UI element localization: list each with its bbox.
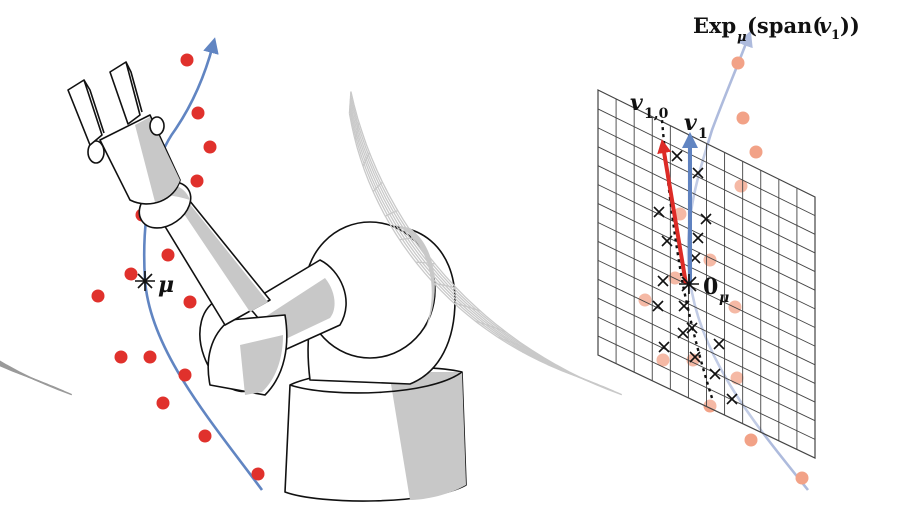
projected-point (658, 341, 670, 353)
data-point (668, 271, 682, 285)
robot-base-shade (390, 372, 466, 500)
projected-point (726, 393, 738, 405)
grid-line (0, 364, 25, 376)
tangent-grid-line (597, 278, 816, 384)
tangent-grid-line (597, 146, 816, 254)
v1-label: v 1 (684, 110, 708, 142)
tangent-grid-line (597, 259, 816, 366)
tangent-plane (597, 89, 816, 459)
projected-point (661, 235, 673, 247)
data-point (124, 267, 138, 281)
tangent-grid-line (597, 184, 816, 291)
svg-text:Exp: Exp (693, 13, 736, 38)
mean-marker (135, 271, 155, 291)
grid-line (349, 102, 599, 386)
data-point (191, 106, 205, 120)
data-point (198, 429, 212, 443)
data-point (749, 145, 763, 159)
svg-text:1: 1 (831, 28, 840, 43)
data-point (156, 396, 170, 410)
data-point (795, 471, 809, 485)
grid-line (348, 113, 575, 376)
data-point (203, 140, 217, 154)
svg-text:μ: μ (737, 30, 747, 45)
data-point (731, 56, 745, 70)
grid-line (0, 362, 57, 389)
grid-line (349, 94, 615, 392)
geodesic-label: Exp μ (span( v 1 )) (693, 13, 860, 45)
tangent-grid-line (597, 297, 816, 403)
tangent-grid-line (597, 241, 816, 347)
projected-point (677, 327, 689, 339)
gripper-finger-right (109, 61, 141, 125)
gripper-finger-left (67, 79, 103, 146)
svg-text:)): )) (840, 13, 860, 38)
grid-line (0, 363, 41, 383)
data-point (143, 350, 157, 364)
projected-point (689, 351, 701, 363)
data-point (161, 248, 175, 262)
data-point (190, 174, 204, 188)
svg-text:1: 1 (698, 126, 708, 142)
grid-line (0, 360, 72, 396)
projected-point (709, 368, 721, 380)
data-point (251, 467, 265, 481)
robot-arm (67, 61, 467, 502)
tangent-grid-line (597, 316, 816, 422)
manifold-grid-left (0, 360, 72, 396)
svg-text:v: v (819, 13, 832, 38)
gripper-knob-right (149, 116, 165, 136)
right-panel: 0 μ v 1,0 v 1 Exp μ (span( v 1 )) (348, 13, 860, 491)
tangent-grid-line (597, 203, 816, 310)
svg-text:(span(: (span( (747, 13, 822, 38)
data-point (180, 53, 194, 67)
data-point (728, 300, 742, 314)
projected-point (700, 213, 712, 225)
tangent-grid-line (597, 335, 816, 440)
svg-text:v: v (684, 110, 697, 136)
data-points-left (91, 53, 265, 481)
tangent-grid-line (597, 108, 816, 217)
grid-line (0, 364, 33, 379)
projected-point (653, 206, 665, 218)
data-point (114, 350, 128, 364)
left-panel: μ (0, 37, 467, 502)
svg-text:μ: μ (719, 290, 729, 306)
origin-marker (679, 274, 699, 294)
svg-text:v: v (630, 90, 643, 116)
data-point (734, 179, 748, 193)
data-point (178, 368, 192, 382)
projected-point (713, 338, 725, 350)
tangent-grid-line (597, 127, 816, 235)
svg-text:1,0: 1,0 (644, 106, 669, 122)
data-point (736, 111, 750, 125)
projected-point (657, 275, 669, 287)
projected-point (652, 300, 664, 312)
grid-line (0, 361, 65, 392)
data-point (730, 371, 744, 385)
data-point (744, 433, 758, 447)
data-point (656, 353, 670, 367)
projected-point (671, 150, 683, 162)
grid-line (0, 363, 49, 386)
projected-points (652, 150, 738, 405)
origin-label: 0 μ (703, 274, 729, 306)
tangent-grid-line (597, 222, 816, 328)
grid-line (349, 98, 607, 389)
manifold-grid-right (348, 91, 622, 396)
projected-point (692, 167, 704, 179)
grid-line (350, 91, 622, 396)
tangent-plane-grid (597, 98, 816, 450)
grid-line (349, 109, 583, 379)
data-point (91, 289, 105, 303)
v10-label: v 1,0 (630, 90, 669, 122)
grid-line (349, 105, 591, 383)
data-point (183, 295, 197, 309)
arrow-v10 (657, 139, 688, 285)
svg-text:0: 0 (703, 274, 718, 300)
mean-label: μ (158, 272, 174, 298)
projected-point (692, 232, 704, 244)
